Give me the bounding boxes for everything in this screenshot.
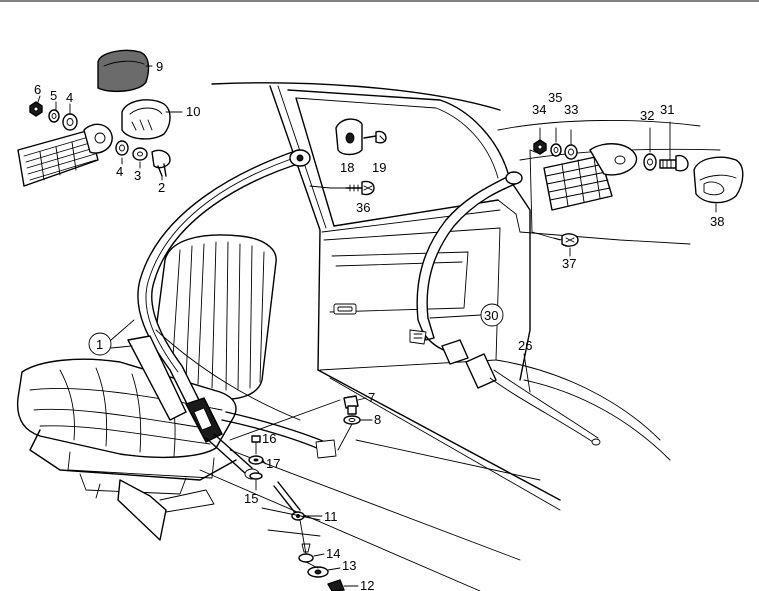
callout-4a: 4 [66, 90, 73, 105]
callout-33: 33 [564, 102, 578, 117]
callout-1: 1 [96, 337, 103, 352]
callout-16: 16 [262, 431, 276, 446]
callout-9: 9 [156, 59, 163, 74]
callout-4b: 4 [116, 164, 123, 179]
callout-34: 34 [532, 102, 546, 117]
callout-30: 30 [484, 308, 498, 323]
callout-1-circle [88, 332, 112, 356]
callout-38: 38 [710, 214, 724, 229]
upper-left-anchor-parts [17, 49, 183, 187]
callout-26: 26 [518, 338, 532, 353]
callout-37: 37 [562, 256, 576, 271]
callout-2: 2 [158, 180, 165, 195]
callout-10: 10 [186, 104, 200, 119]
callout-13: 13 [342, 558, 356, 573]
callout-35: 35 [548, 90, 562, 105]
callout-32: 32 [640, 108, 654, 123]
callout-8: 8 [374, 412, 381, 427]
callout-7: 7 [368, 390, 375, 405]
floor-anchor-parts [248, 395, 361, 591]
callout-19: 19 [372, 160, 386, 175]
callout-11: 11 [324, 509, 338, 524]
upper-right-anchor-parts [529, 121, 744, 257]
callout-17: 17 [266, 456, 280, 471]
rear-seat-belt-30 [409, 171, 601, 446]
callout-5: 5 [50, 88, 57, 103]
callout-6: 6 [34, 82, 41, 97]
pillar-mount-parts [309, 118, 387, 196]
callout-14: 14 [326, 546, 340, 561]
car-body-outline [199, 82, 721, 591]
callout-18: 18 [340, 160, 354, 175]
callout-15: 15 [244, 491, 258, 506]
front-seat-belt-1 [127, 149, 337, 480]
callout-12: 12 [360, 578, 374, 591]
callout-36: 36 [356, 200, 370, 215]
callout-labels: 9 10 6 5 4 4 3 2 18 19 36 34 35 33 32 31… [34, 59, 724, 591]
callout-3: 3 [134, 168, 141, 183]
callout-31: 31 [660, 102, 674, 117]
